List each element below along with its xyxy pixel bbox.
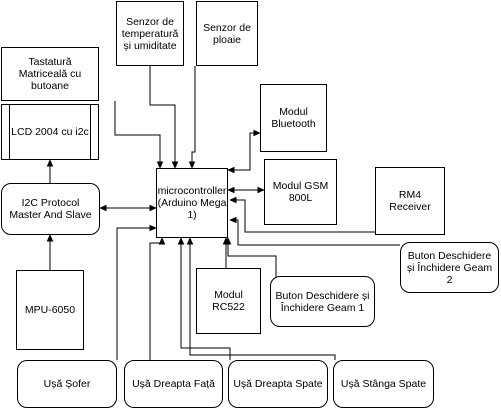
lcd-right-bar	[90, 105, 91, 159]
rear-left-door-box: Ușă Stânga Spate	[333, 360, 434, 408]
mpu-6050-label: MPU-6050	[24, 304, 76, 316]
edge-keypad-to-mcu	[114, 101, 160, 168]
front-right-door-label: Ușă Dreapta Față	[132, 378, 215, 390]
lcd-label: LCD 2004 cu i2c	[11, 126, 89, 138]
lcd-left-bar	[9, 105, 10, 159]
lcd-box: LCD 2004 cu i2c	[1, 104, 99, 160]
edge-rm4-to-mcu	[230, 200, 375, 233]
rm4-receiver-box: RM4 Receiver	[375, 167, 445, 235]
edge-rear-left-door-to-mcu	[190, 238, 336, 360]
edge-temp-to-mcu	[149, 66, 175, 168]
window-button-2-label: Buton Deschidere și Închidere Geam 2	[406, 249, 493, 286]
rain-sensor-box: Senzor de ploaie	[196, 1, 258, 66]
edge-btn1-to-mcu	[228, 238, 277, 286]
window-button-1-box: Buton Deschidere și Închidere Geam 1	[270, 276, 375, 327]
bluetooth-module-box: Modul Bluetooth	[260, 84, 327, 152]
keypad-box: Tastatură Matriceală cu butoane	[1, 47, 99, 101]
edge-rain-to-mcu	[192, 66, 196, 168]
microcontroller-label: microcontroller (Arduino Mega 1)	[157, 185, 227, 221]
edge-btn2-to-mcu	[230, 220, 400, 246]
edge-driver-door-to-mcu	[116, 228, 156, 360]
window-button-2-box: Buton Deschidere și Închidere Geam 2	[400, 242, 499, 293]
gsm-module-label: Modul GSM 800L	[272, 180, 329, 204]
rain-sensor-label: Senzor de ploaie	[203, 21, 251, 46]
edge-bluetooth-mcu	[228, 133, 260, 170]
rear-right-door-label: Ușă Dreapta Spate	[233, 378, 323, 390]
rear-right-door-box: Ușă Dreapta Spate	[228, 360, 328, 408]
driver-door-box: Ușă Șofer	[17, 360, 117, 408]
edge-rear-right-door-to-mcu	[181, 238, 231, 360]
i2c-protocol-label: I2C Protocol Master And Slave	[9, 197, 92, 221]
keypad-label: Tastatură Matriceală cu butoane	[18, 56, 82, 92]
driver-door-label: Ușă Șofer	[43, 378, 91, 390]
edge-front-right-door-to-mcu	[149, 238, 162, 360]
microcontroller-box: microcontroller (Arduino Mega 1)	[156, 168, 228, 238]
front-right-door-box: Ușă Dreapta Față	[124, 360, 223, 408]
rm4-receiver-label: RM4 Receiver	[389, 189, 431, 213]
i2c-protocol-box: I2C Protocol Master And Slave	[1, 183, 100, 235]
rear-left-door-label: Ușă Stânga Spate	[340, 378, 427, 390]
mpu-6050-box: MPU-6050	[16, 270, 84, 350]
gsm-module-box: Modul GSM 800L	[264, 159, 337, 225]
rc522-module-box: Modul RC522	[196, 268, 261, 334]
window-button-1-label: Buton Deschidere și Închidere Geam 1	[275, 289, 370, 314]
bluetooth-module-label: Modul Bluetooth	[271, 106, 316, 130]
rc522-module-label: Modul RC522	[212, 289, 245, 313]
temperature-humidity-sensor-label: Senzor de temperatură și umiditate	[121, 15, 179, 52]
temperature-humidity-sensor-box: Senzor de temperatură și umiditate	[116, 1, 184, 66]
